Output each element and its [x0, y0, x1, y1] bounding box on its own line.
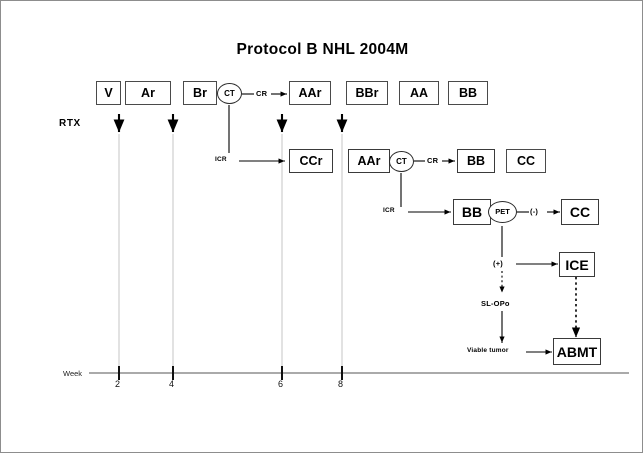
- node-bb-1-label: BB: [458, 85, 478, 100]
- node-cc-1[interactable]: CC: [506, 149, 546, 173]
- edge-cr-2-label: CR: [427, 156, 439, 165]
- node-abmt-label: ABMT: [556, 343, 598, 360]
- node-ar[interactable]: Ar: [125, 81, 171, 105]
- node-bb-1[interactable]: BB: [448, 81, 488, 105]
- node-cc-1-label: CC: [516, 153, 536, 168]
- node-aar-1[interactable]: AAr: [289, 81, 331, 105]
- node-ct-1[interactable]: CT: [217, 83, 242, 104]
- node-bb-3[interactable]: BB: [453, 199, 491, 225]
- node-aar-2-label: AAr: [357, 153, 381, 168]
- node-br-label: Br: [193, 85, 207, 100]
- node-bb-2[interactable]: BB: [457, 149, 495, 173]
- node-cc-2[interactable]: CC: [561, 199, 599, 225]
- week-tick-4: 4: [169, 379, 175, 389]
- week-axis-label: Week: [63, 369, 83, 378]
- node-ct-1-label: CT: [224, 88, 235, 98]
- label-viable-tumor: Viable tumor: [467, 347, 509, 354]
- node-pet[interactable]: PET: [488, 201, 517, 223]
- node-br[interactable]: Br: [183, 81, 217, 105]
- node-ice[interactable]: ICE: [559, 252, 595, 277]
- node-bbr[interactable]: BBr: [346, 81, 388, 105]
- week-tick-6: 6: [278, 379, 284, 389]
- edge-cr-1-label: CR: [256, 89, 268, 98]
- edge-pet-negative-label: (-): [530, 207, 539, 216]
- node-ice-label: ICE: [565, 256, 589, 273]
- node-ar-label: Ar: [141, 85, 155, 100]
- week-guide-lines: [118, 134, 343, 373]
- week-tick-8: 8: [338, 379, 344, 389]
- edge-pet-positive-label: (+): [493, 259, 503, 268]
- node-v[interactable]: V: [96, 81, 121, 105]
- page-title: Protocol B NHL 2004M: [236, 41, 409, 58]
- node-aar-1-label: AAr: [298, 85, 322, 100]
- node-cc-2-label: CC: [569, 204, 591, 220]
- node-aa[interactable]: AA: [399, 81, 439, 105]
- node-ccr[interactable]: CCr: [289, 149, 333, 173]
- node-abmt[interactable]: ABMT: [553, 338, 601, 365]
- node-ct-2-label: CT: [396, 156, 407, 166]
- week-tick-2: 2: [115, 379, 121, 389]
- node-ct-2[interactable]: CT: [389, 151, 414, 172]
- node-bbr-label: BBr: [355, 85, 379, 100]
- week-axis-ticks: [118, 366, 343, 380]
- edge-icr-2-label: ICR: [383, 207, 395, 214]
- node-v-label: V: [104, 85, 113, 100]
- node-pet-label: PET: [495, 207, 510, 217]
- label-sl-opo: SL-OPo: [481, 299, 510, 308]
- node-aa-label: AA: [409, 85, 429, 100]
- node-bb-2-label: BB: [466, 153, 486, 168]
- rtx-label: RTX: [59, 118, 81, 129]
- edge-icr-1-label: ICR: [215, 156, 227, 163]
- node-aar-2[interactable]: AAr: [348, 149, 390, 173]
- rtx-arrows: [113, 114, 348, 133]
- node-bb-3-label: BB: [461, 204, 483, 220]
- node-ccr-label: CCr: [299, 153, 323, 168]
